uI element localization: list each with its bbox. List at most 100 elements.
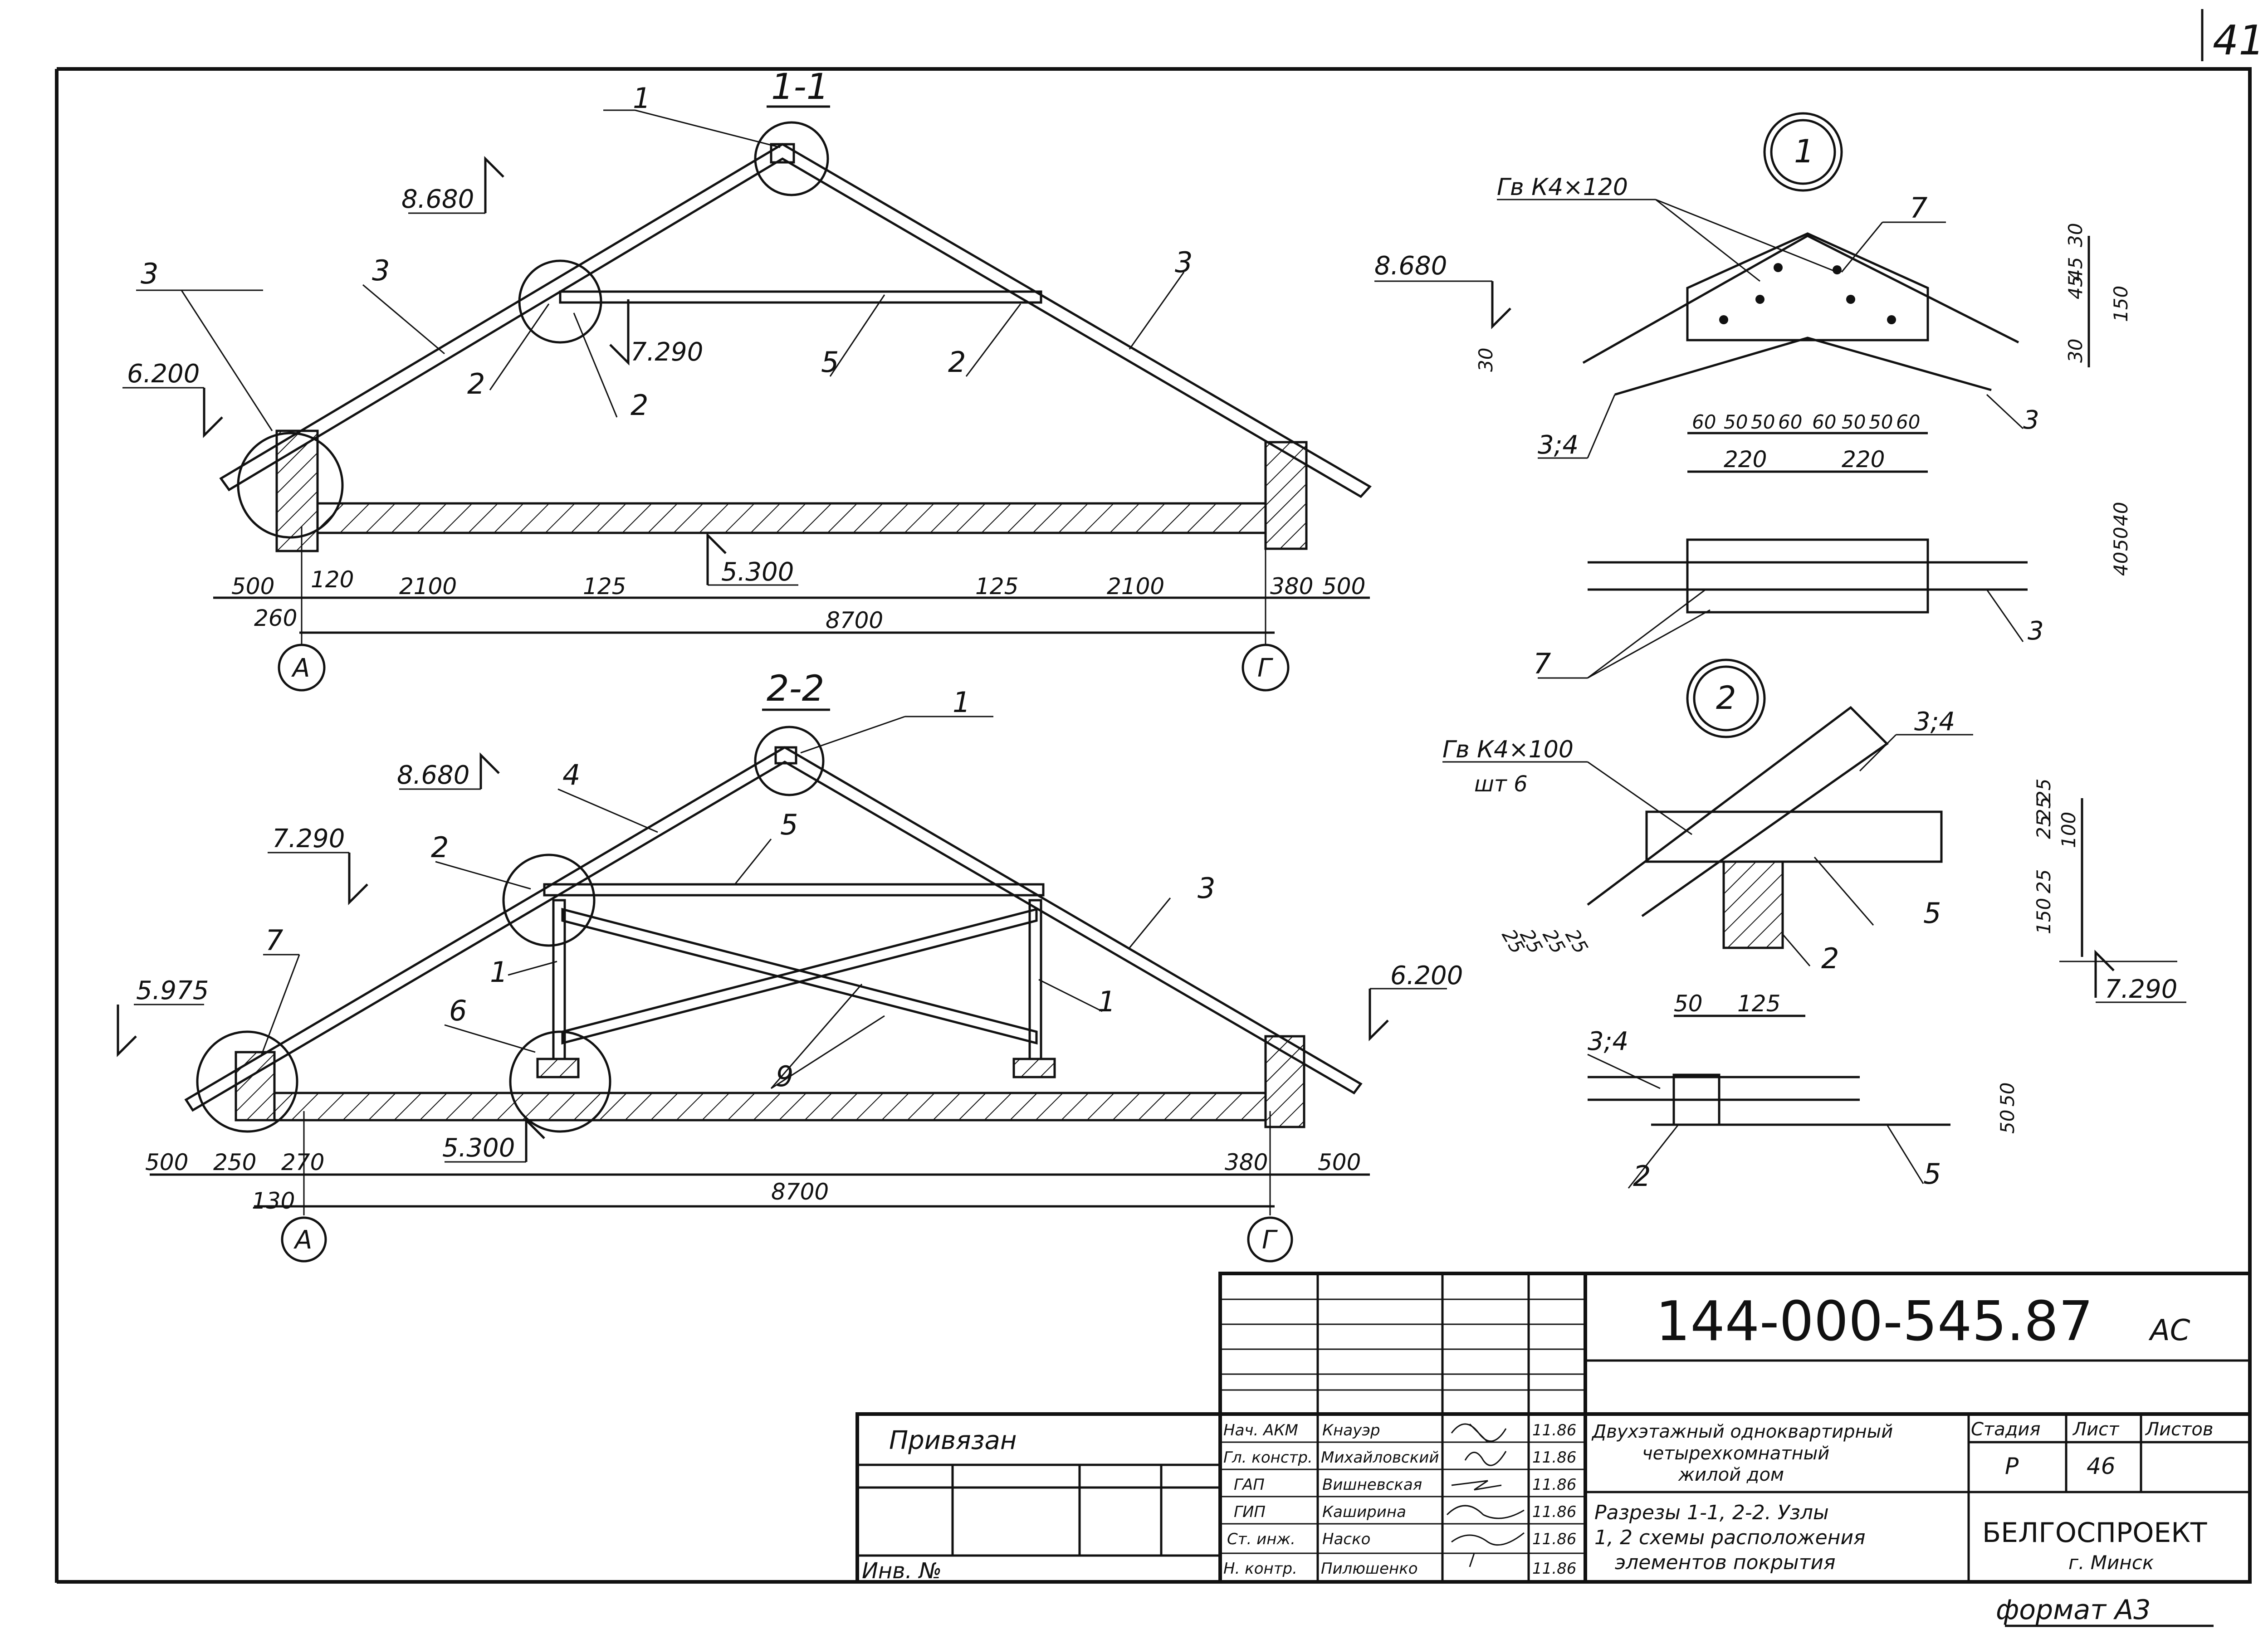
dim-260: 260: [254, 605, 297, 631]
dim2-500-right: 500: [1318, 1149, 1361, 1176]
dim2-8700: 8700: [771, 1179, 829, 1205]
node-2-plan-dim-50a: 50: [1996, 1110, 2019, 1134]
dim2-380: 380: [1225, 1149, 1268, 1176]
callout-4: 4: [562, 758, 580, 791]
node-2-dim-50: 50: [1674, 990, 1703, 1017]
callout-5: 5: [821, 346, 839, 379]
sheet-title-line-2: 1, 2 схемы расположения: [1594, 1526, 1866, 1549]
node-1-dim-50d: 50: [1869, 411, 1893, 433]
node-2-nail-spec: Гв К4×100: [1442, 736, 1574, 763]
callout-1-post-right: 1: [1098, 985, 1115, 1018]
node-2-leader-5: [1813, 857, 1874, 926]
wall-left-1-1: [275, 429, 319, 552]
leader-1-right: [1038, 979, 1103, 1012]
staff-role-1: Гл. констр.: [1223, 1449, 1313, 1467]
node-1-circle-1-1: [754, 121, 829, 196]
wall-right-2-2: [1264, 1035, 1305, 1128]
signatures: [1446, 1423, 1525, 1567]
sheet-header: Лист: [2072, 1419, 2120, 1440]
staff-role-2: ГАП: [1234, 1476, 1265, 1494]
dim2-130: 130: [252, 1188, 295, 1214]
staff-role-4: Ст. инж.: [1227, 1530, 1295, 1548]
mark-5300: 5.300: [721, 557, 794, 587]
node-2-mark-arrow: [2094, 949, 2115, 998]
section-1-title: 1-1: [771, 67, 829, 107]
leader-1-post: [508, 961, 557, 976]
node-1-callout-3: 3: [2023, 405, 2039, 435]
node-2-leader-2b: [1628, 1124, 1679, 1189]
leader-7: [260, 954, 300, 1057]
node-1-dim-220b: 220: [1842, 446, 1885, 473]
mark-7290: 7.290: [631, 337, 703, 367]
staff-name-1: Михайловский: [1321, 1449, 1439, 1467]
node-2-callout-34: 3;4: [1914, 707, 1955, 737]
mark-5300-arrow: [706, 532, 727, 585]
sheet-title-line-3: элементов покрытия: [1615, 1551, 1835, 1574]
staff-name-3: Каширина: [1322, 1503, 1406, 1521]
node-1-plan-plate: [1686, 538, 1929, 614]
callout-6: 6: [449, 994, 467, 1027]
staff-date-2: 11.86: [1532, 1476, 1576, 1494]
stage-header: Стадия: [1971, 1419, 2040, 1440]
callout-1-post-left: 1: [490, 956, 508, 989]
dim-2100-left: 2100: [399, 573, 457, 600]
node-1-nail-spec: Гв К4×120: [1497, 174, 1628, 201]
node-3-circle-1-1: [237, 432, 344, 539]
node-1-callout-7: 7: [1910, 191, 1927, 224]
staff-date-1: 11.86: [1532, 1449, 1576, 1467]
leader-4: [557, 788, 658, 833]
node-2-vertical-dims: 25 25 25 100 25 150: [2033, 779, 2080, 934]
doc-code: 144-000-545.87: [1656, 1290, 2093, 1353]
node-2-vdim-25a: 25: [2033, 779, 2055, 803]
mark2-5975: 5.975: [136, 976, 209, 1005]
axis-A-circle: [278, 644, 326, 692]
mark2-5300-arrow: [525, 1117, 545, 1162]
dim-380: 380: [1270, 573, 1313, 600]
collar-tie-2-2: [543, 883, 1045, 897]
leader-9b: [771, 1015, 885, 1089]
slab-2-2: [273, 1092, 1267, 1122]
leader-9a: [770, 984, 863, 1089]
callout-7: 7: [265, 924, 283, 957]
leader-3-2: [1129, 897, 1171, 948]
leader-2b: [573, 312, 618, 418]
section-1-1: 1-1 1 3 3 3 2 2 5 2 8.680 7.290 6.200 5.…: [122, 67, 1372, 692]
dim2-500-left: 500: [145, 1149, 188, 1176]
staff-name-4: Наско: [1322, 1530, 1370, 1548]
leader-3b: [362, 284, 445, 355]
staff-date-3: 11.86: [1532, 1503, 1576, 1521]
mark2-6200-arrow: [1369, 989, 1389, 1042]
stage-value: Р: [2005, 1453, 2019, 1479]
node-1-vdim-40b: 40: [2110, 502, 2132, 526]
node-2-callout-5b: 5: [1923, 1157, 1941, 1190]
axis-G-circle: [1242, 644, 1290, 692]
leader-5-2: [734, 839, 772, 885]
leader-1-2: [800, 716, 905, 754]
callout-2b: 2: [631, 389, 648, 422]
node-1-leader-3: [1986, 394, 2024, 429]
mark-8680-arrow: [484, 156, 504, 213]
node-1-vdim-45b: 45: [2064, 275, 2087, 299]
node-2-slant-dims: 25 25 25 25: [1497, 926, 1592, 958]
dim-125-right: 125: [975, 573, 1018, 600]
node-2-circle-2-2: [502, 854, 596, 947]
node-2-callout-2b: 2: [1633, 1160, 1651, 1193]
axis2-A-circle: [281, 1216, 327, 1263]
node-2-mark: 7.290: [2105, 975, 2177, 1004]
wall-right-1-1: [1264, 441, 1308, 550]
project-line-3: жилой дом: [1678, 1464, 1784, 1485]
node-1-gusset: [1686, 232, 1929, 341]
node-2-leader-34b: [1587, 1054, 1661, 1089]
inv-no-label: Инв. №: [862, 1558, 942, 1584]
node-1-nails: [1719, 263, 1896, 324]
node-1-dim-50b: 50: [1751, 411, 1775, 433]
leader-5: [829, 294, 885, 377]
org-city: г. Минск: [2068, 1551, 2154, 1574]
staff-date-5: 11.86: [1532, 1560, 1576, 1578]
sheet-border: [57, 67, 2252, 1286]
node-2-badge-inner: [1693, 665, 1759, 732]
leader-2c: [965, 303, 1022, 377]
project-line-2: четырехкомнатный: [1642, 1443, 1829, 1464]
node-2-vdim-100: 100: [2058, 812, 2080, 848]
